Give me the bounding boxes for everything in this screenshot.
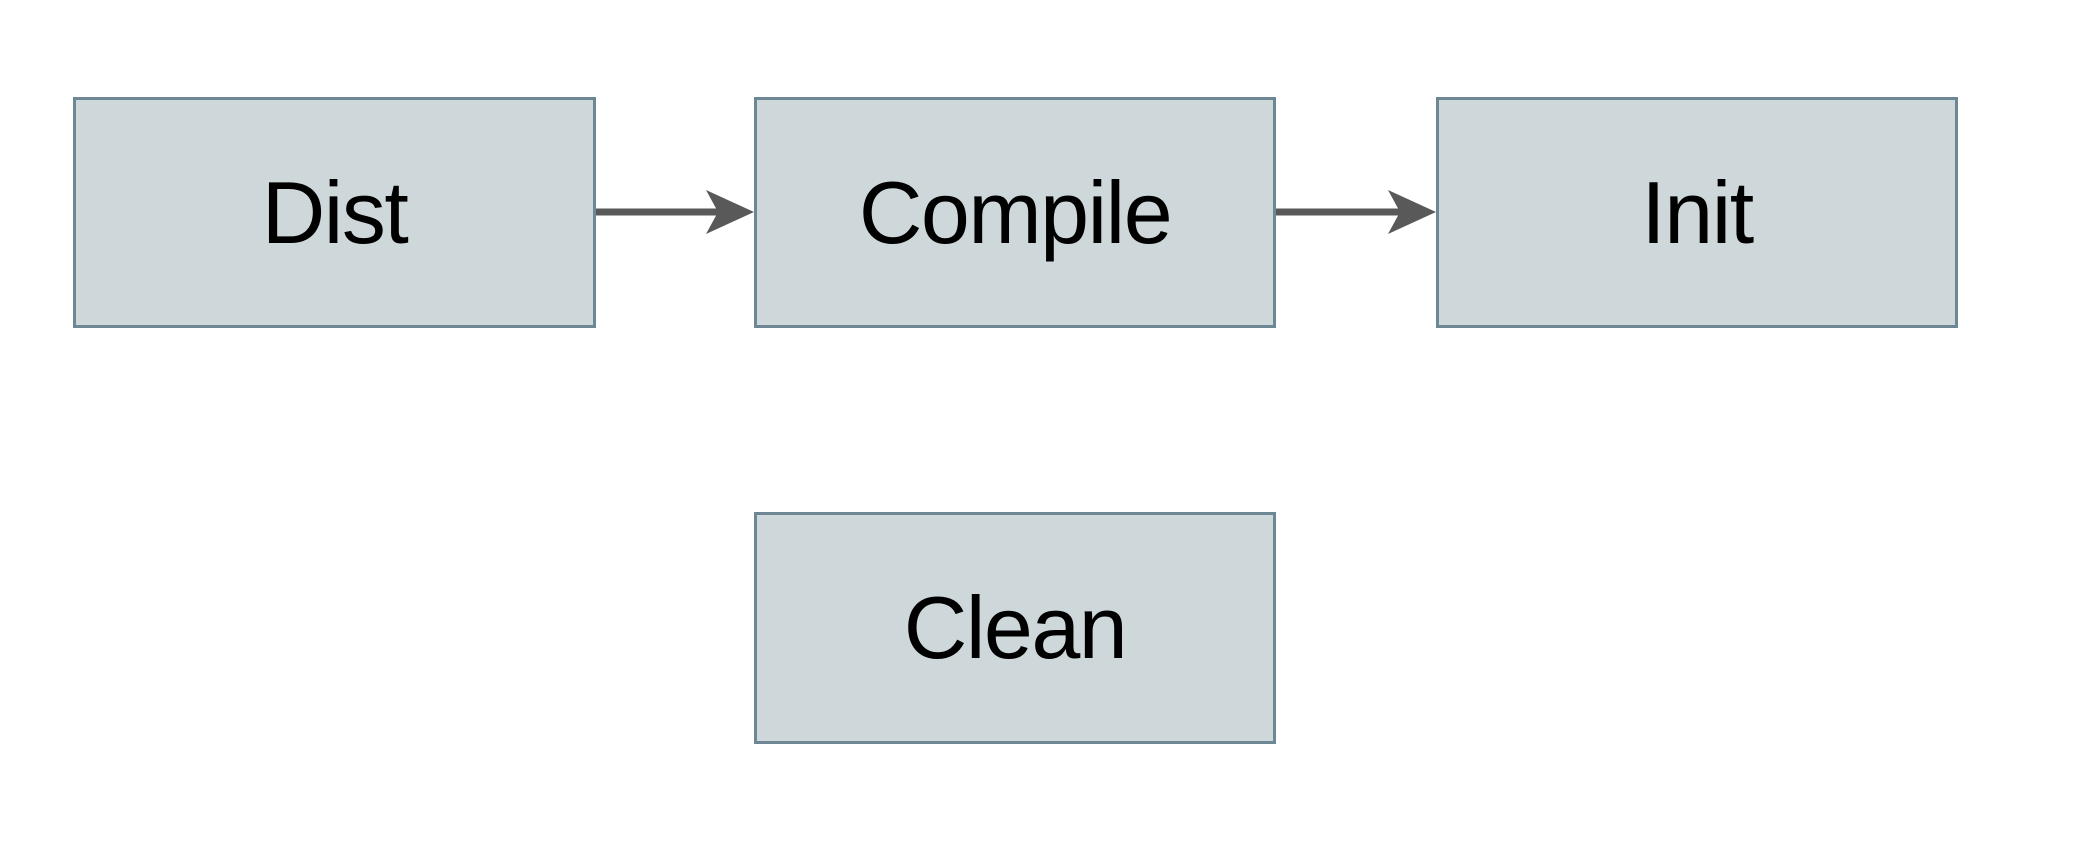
node-label: Dist <box>261 162 409 262</box>
edge-compile-to-init <box>1276 190 1436 234</box>
arrowhead-icon <box>1388 190 1436 234</box>
node-label: Clean <box>903 578 1128 677</box>
node-dist[interactable]: Dist <box>73 97 596 328</box>
edge-dist-to-compile <box>596 190 754 234</box>
node-clean[interactable]: Clean <box>754 512 1276 744</box>
node-label: Compile <box>858 162 1173 262</box>
node-label: Init <box>1641 162 1754 262</box>
node-compile[interactable]: Compile <box>754 97 1276 328</box>
arrowhead-icon <box>706 190 754 234</box>
node-init[interactable]: Init <box>1436 97 1958 328</box>
